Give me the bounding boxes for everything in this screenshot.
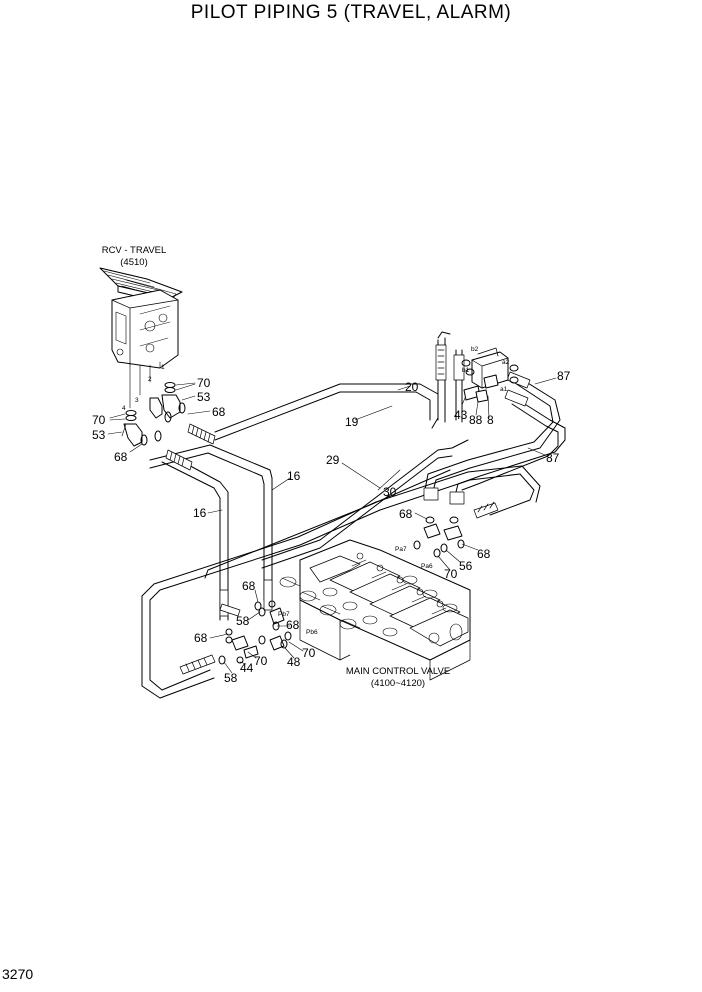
rcv-port-1: 1 [161,364,165,371]
callout-68: 68 [114,450,128,464]
alarm-valve-block [461,347,519,403]
callout-43: 43 [454,408,468,422]
callout-70: 70 [302,646,316,660]
rcv-fittings [123,382,186,447]
callout-30: 30 [383,485,397,499]
rcv-travel-pedal-valve [99,267,183,409]
callout-19: 19 [345,415,359,429]
callout-70: 70 [197,376,211,390]
callout-58: 58 [224,671,238,685]
callout-87: 87 [557,369,571,383]
callout-68: 68 [399,507,413,521]
callout-16: 16 [287,469,301,483]
rcv-port-3: 3 [135,397,139,404]
pipe-19-20 [214,383,439,441]
callout-70: 70 [254,654,268,668]
callout-20: 20 [405,380,419,394]
page-number: 3270 [2,966,34,982]
rcv-name: RCV - TRAVEL [102,245,167,256]
mcv-port-pb7: Pb7 [278,611,290,618]
valve-port-a2: a2 [502,359,510,366]
callout-48: 48 [287,655,301,669]
callout-53: 53 [197,390,211,404]
leader-lines [107,377,557,674]
callout-53: 53 [92,428,106,442]
mcv-port-pa7: Pa7 [395,546,407,553]
pipe-29-30 [204,439,469,579]
callout-68: 68 [286,618,300,632]
callout-68: 68 [194,631,208,645]
rcv-code: (4510) [120,257,147,268]
callout-68: 68 [477,547,491,561]
callout-56: 56 [459,559,473,573]
callout-87: 87 [546,451,560,465]
callout-88: 88 [469,413,483,427]
page-title: PILOT PIPING 5 (TRAVEL, ALARM) [190,2,512,23]
callout-68: 68 [212,405,226,419]
mcv-code: (4100~4120) [371,678,425,689]
main-control-valve [279,539,471,681]
callout-70: 70 [92,413,106,427]
valve-port-b1: b1 [462,367,470,374]
callout-44: 44 [240,661,254,675]
rcv-port-4: 4 [122,405,126,412]
callout-16: 16 [193,506,207,520]
valve-port-b2: b2 [471,346,479,353]
pipe-87 [423,374,566,501]
callout-70: 70 [444,567,458,581]
mcv-port-pb6: Pb6 [306,629,318,636]
valve-port-a1: a1 [500,386,508,393]
mcv-name: MAIN CONTROL VALVE [346,666,450,677]
mcv-fittings [218,516,465,665]
pipe-16 [149,444,273,621]
rcv-port-2: 2 [148,376,152,383]
hose-ends [165,344,531,675]
callout-58: 58 [236,614,250,628]
callout-29: 29 [326,453,340,467]
pipe-lower-loop [141,465,541,699]
callout-68: 68 [242,579,256,593]
mcv-port-pa6: Pa6 [421,563,433,570]
callout-8: 8 [487,413,494,427]
